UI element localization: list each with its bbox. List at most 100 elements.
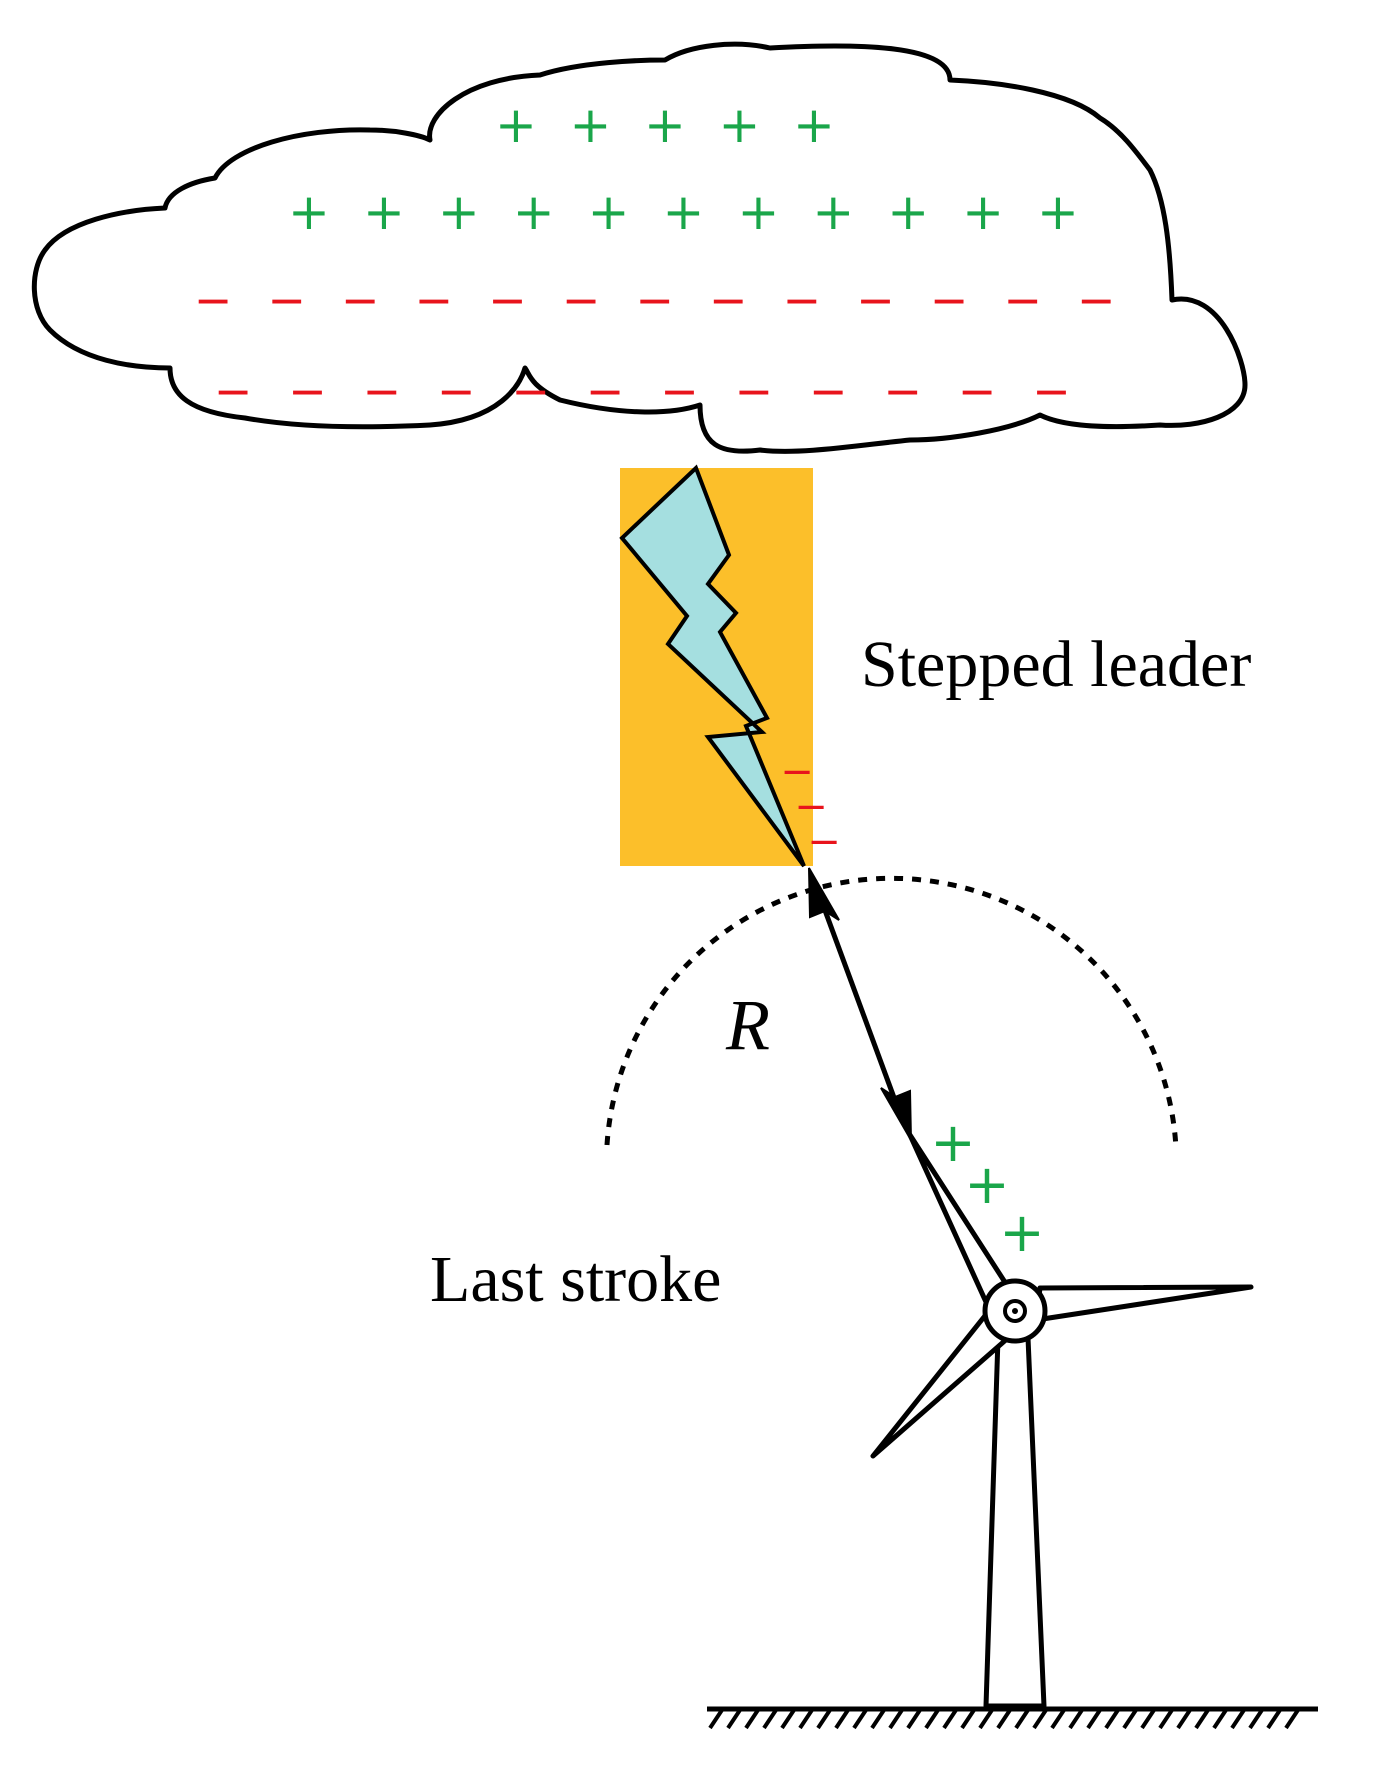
negative-charge: − bbox=[856, 273, 895, 327]
negative-charge: − bbox=[437, 364, 476, 418]
negative-charge: − bbox=[794, 784, 828, 830]
ground-hatch-mark bbox=[798, 1708, 814, 1730]
negative-charge: − bbox=[1003, 273, 1042, 327]
ground-hatch-mark bbox=[1068, 1708, 1084, 1730]
negative-charge: − bbox=[562, 273, 601, 327]
ground-hatch-mark bbox=[1230, 1708, 1246, 1730]
negative-charge: − bbox=[807, 819, 841, 865]
negative-charge: − bbox=[415, 273, 454, 327]
positive-charge: + bbox=[588, 183, 630, 241]
ground-hatch-mark bbox=[1104, 1708, 1120, 1730]
positive-charge: + bbox=[812, 183, 854, 241]
positive-charge: + bbox=[999, 1201, 1044, 1264]
ground-hatch-mark bbox=[924, 1708, 940, 1730]
ground-hatch-mark bbox=[942, 1708, 958, 1730]
negative-charge: − bbox=[783, 273, 822, 327]
cloud-middle-positive-charges: + + + + + + + + + + + bbox=[288, 183, 1079, 241]
distance-arrow bbox=[808, 867, 912, 1141]
positive-charge: + bbox=[363, 183, 405, 241]
positive-charge: + bbox=[737, 183, 779, 241]
distance-label: R bbox=[725, 985, 770, 1065]
positive-charge: + bbox=[495, 96, 537, 154]
negative-charge: − bbox=[488, 273, 527, 327]
cloud-lower-negative-charges: −−−−−−−−−−−− bbox=[214, 364, 1071, 418]
ground-hatch-mark bbox=[1176, 1708, 1192, 1730]
ground-hatch-mark bbox=[852, 1708, 868, 1730]
lightning-bolt-icon bbox=[619, 464, 806, 868]
negative-charge: − bbox=[288, 364, 327, 418]
ground-hatch-mark bbox=[1032, 1708, 1048, 1730]
ground-hatch-mark bbox=[834, 1708, 850, 1730]
ground-hatch-mark bbox=[762, 1708, 778, 1730]
stepped-leader-label: Stepped leader bbox=[861, 628, 1251, 701]
negative-charge: − bbox=[635, 273, 674, 327]
turbine-blade-right bbox=[1033, 1284, 1254, 1323]
negative-charge: − bbox=[660, 364, 699, 418]
thundercloud-icon: +++++ +++++++++++ −−−−−−−−−−−−− −−−−−−−−… bbox=[31, 41, 1248, 454]
negative-charge: − bbox=[809, 364, 848, 418]
ground-hatch-mark bbox=[780, 1708, 796, 1730]
positive-charge: + bbox=[962, 183, 1004, 241]
ground-hatch-mark bbox=[1212, 1708, 1228, 1730]
ground-hatch-marks bbox=[708, 1708, 1300, 1730]
leader-tip-negative-charges: −−− bbox=[780, 749, 841, 865]
ground-hatch-mark bbox=[888, 1708, 904, 1730]
striking-distance-arc bbox=[604, 875, 1179, 1149]
negative-charge: − bbox=[780, 749, 814, 795]
wind-turbine-icon: +++ bbox=[870, 1111, 1254, 1709]
negative-charge: − bbox=[586, 364, 625, 418]
negative-charge: − bbox=[930, 273, 969, 327]
ground-hatch-mark bbox=[1050, 1708, 1066, 1730]
last-stroke-label: Last stroke bbox=[430, 1243, 721, 1316]
ground-hatch-mark bbox=[816, 1708, 832, 1730]
positive-charge: + bbox=[719, 96, 761, 154]
positive-charge: + bbox=[570, 96, 612, 154]
ground-hatch-mark bbox=[726, 1708, 742, 1730]
ground-hatch-mark bbox=[996, 1708, 1012, 1730]
cloud-upper-positive-charges: +++++ bbox=[495, 96, 835, 154]
negative-charge: − bbox=[735, 364, 774, 418]
ground-hatch-mark bbox=[1266, 1708, 1282, 1730]
ground-hatch-mark bbox=[1158, 1708, 1174, 1730]
negative-charge: − bbox=[194, 273, 233, 327]
ground-hatch-mark bbox=[744, 1708, 760, 1730]
ground-hatch-mark bbox=[978, 1708, 994, 1730]
ground-hatch-mark bbox=[870, 1708, 886, 1730]
turbine-tower bbox=[983, 1335, 1047, 1709]
negative-charge: − bbox=[958, 364, 997, 418]
arrowhead-up-icon bbox=[808, 867, 840, 921]
ground-hatch-icon bbox=[707, 1706, 1318, 1730]
blade-tip-positive-charges: +++ bbox=[930, 1111, 1044, 1264]
positive-charge: + bbox=[663, 183, 705, 241]
negative-charge: − bbox=[214, 364, 253, 418]
arrowhead-down-icon bbox=[880, 1087, 912, 1141]
negative-charge: − bbox=[363, 364, 402, 418]
ground-hatch-mark bbox=[1140, 1708, 1156, 1730]
turbine-hub-center bbox=[1012, 1308, 1018, 1314]
ground-hatch-mark bbox=[1086, 1708, 1102, 1730]
positive-charge: + bbox=[887, 183, 929, 241]
negative-charge: − bbox=[267, 273, 306, 327]
positive-charge: + bbox=[1037, 183, 1079, 241]
turbine-blade-left bbox=[870, 1309, 1011, 1459]
positive-charge: + bbox=[793, 96, 835, 154]
ground-hatch-mark bbox=[1284, 1708, 1300, 1730]
ground-hatch-mark bbox=[708, 1708, 724, 1730]
positive-charge: + bbox=[964, 1153, 1009, 1216]
negative-charge: − bbox=[341, 273, 380, 327]
ground-hatch-mark bbox=[960, 1708, 976, 1730]
cloud-upper-negative-charges: −−−−−−−−−−−−− bbox=[194, 273, 1116, 327]
ground-hatch-mark bbox=[906, 1708, 922, 1730]
positive-charge: + bbox=[438, 183, 480, 241]
positive-charge: + bbox=[930, 1111, 975, 1174]
negative-charge: − bbox=[1077, 273, 1116, 327]
positive-charge: + bbox=[288, 183, 330, 241]
ground-hatch-mark bbox=[1248, 1708, 1264, 1730]
negative-charge: − bbox=[709, 273, 748, 327]
stepped-leader-group: −−− bbox=[619, 464, 841, 868]
negative-charge: − bbox=[883, 364, 922, 418]
positive-charge: + bbox=[513, 183, 555, 241]
ground-hatch-mark bbox=[1194, 1708, 1210, 1730]
ground-hatch-mark bbox=[1014, 1708, 1030, 1730]
